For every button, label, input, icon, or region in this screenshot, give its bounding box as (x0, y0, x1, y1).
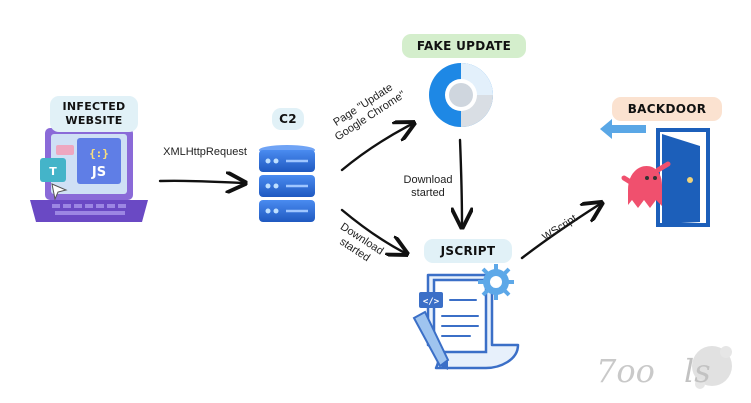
edge-label-download-started-fake: Download started (403, 174, 453, 199)
code-document-icon: </> (412, 264, 520, 370)
node-label-jscript: JSCRIPT (424, 239, 512, 263)
chrome-logo-icon (429, 63, 493, 127)
node-label-backdoor: BACKDOOR (612, 97, 722, 121)
arrow-c2-to-fake-update (340, 124, 412, 172)
svg-text:</>: </> (423, 297, 440, 307)
arrow-c2-to-jscript (340, 208, 405, 253)
server-stack-icon (259, 145, 315, 222)
tools-watermark-logo: 7oo ls (596, 346, 732, 390)
svg-text:JS: JS (91, 165, 106, 180)
svg-text:ls: ls (684, 352, 711, 390)
arrow-website-to-c2 (158, 181, 243, 183)
edge-label-xmlhttprequest: XMLHttpRequest (163, 146, 247, 158)
svg-text:7oo: 7oo (596, 352, 655, 390)
node-label-fake-update: FAKE UPDATE (402, 34, 526, 58)
svg-text:{:}: {:} (89, 147, 109, 160)
arrow-fake-update-to-jscript (460, 138, 462, 225)
ghost-attacker-icon (621, 161, 671, 208)
node-label-infected-website: INFECTED WEBSITE (50, 96, 138, 132)
node-label-c2: C2 (272, 108, 304, 130)
laptop-code-icon: {:} JS T (30, 128, 148, 222)
svg-text:T: T (49, 165, 57, 178)
arrow-jscript-to-backdoor (520, 204, 600, 260)
